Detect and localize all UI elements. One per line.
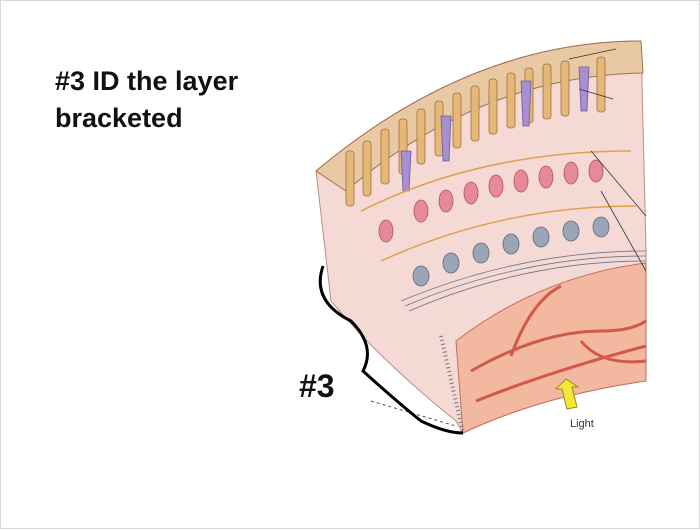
light-label: Light [570, 418, 594, 430]
bracket-label: #3 [299, 368, 335, 405]
